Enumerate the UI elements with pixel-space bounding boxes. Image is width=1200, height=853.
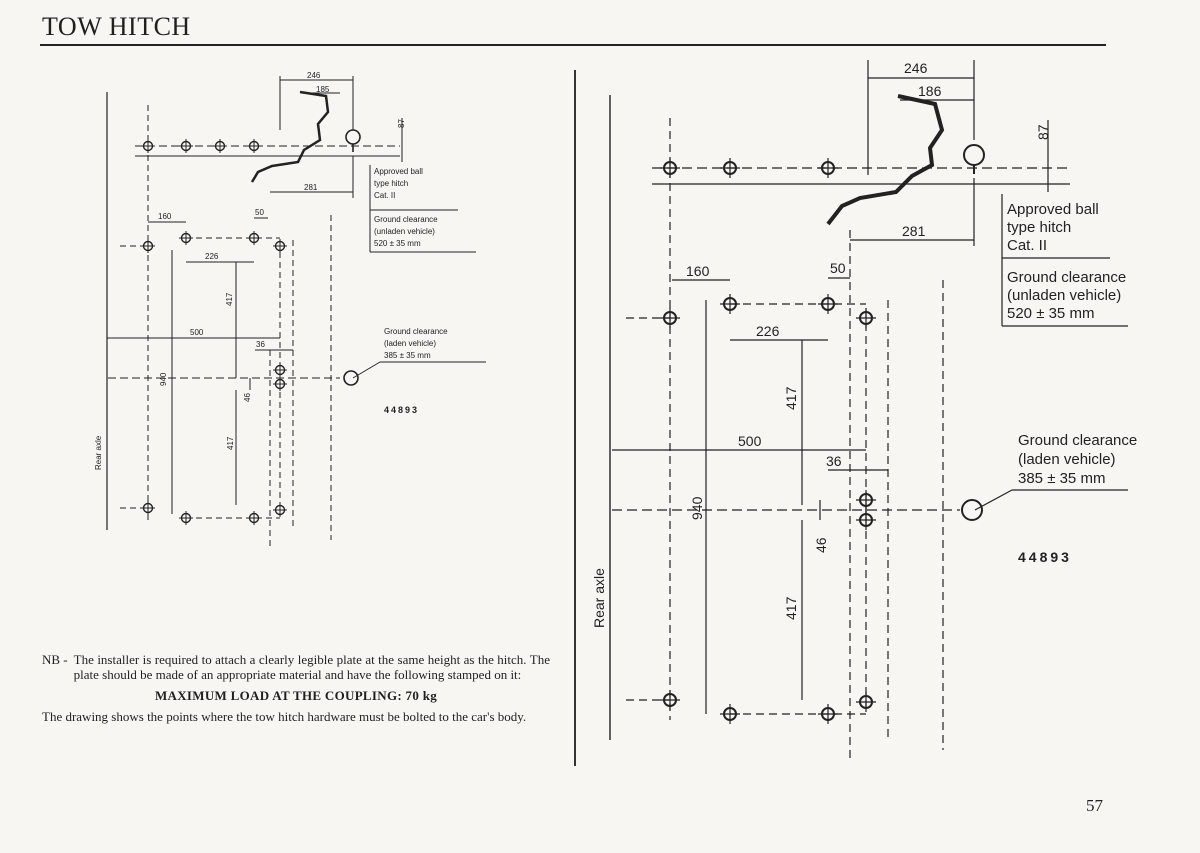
small-dim-87: 87 — [397, 119, 406, 128]
large-dim-46: 46 — [813, 537, 829, 553]
small-dim-417a: 417 — [225, 292, 234, 306]
drawing-text: The drawing shows the points where the t… — [42, 709, 527, 724]
large-dim-281: 281 — [902, 223, 926, 239]
large-diagram — [609, 60, 1128, 760]
small-dim-226: 226 — [205, 252, 219, 261]
small-dim-281: 281 — [304, 183, 318, 192]
max-load-text: MAXIMUM LOAD AT THE COUPLING: 70 kg — [154, 688, 438, 703]
large-dim-226: 226 — [756, 323, 780, 339]
large-bolt-points — [659, 157, 877, 725]
small-hitch-note-3: Cat. II — [374, 191, 395, 200]
large-dim-87: 87 — [1035, 124, 1051, 140]
small-dim-46: 46 — [243, 393, 252, 402]
small-unladen-note-1: Ground clearance — [374, 215, 438, 224]
large-hitch-note-2: type hitch — [1007, 219, 1071, 236]
large-laden-note-2: (laden vehicle) — [1018, 451, 1116, 468]
small-dim-500: 500 — [190, 328, 204, 337]
small-dim-417b: 417 — [226, 436, 235, 450]
large-dim-246: 246 — [904, 60, 928, 76]
large-hitch-note-3: Cat. II — [1007, 237, 1047, 254]
large-dim-50: 50 — [830, 260, 846, 276]
large-dim-417b: 417 — [783, 596, 799, 620]
small-unladen-note-3: 520 ± 35 mm — [374, 239, 421, 248]
small-dim-160: 160 — [158, 212, 172, 221]
nb-text: The installer is required to attach a cl… — [73, 652, 550, 682]
small-unladen-note-2: (unladen vehicle) — [374, 227, 435, 236]
small-diagram — [106, 76, 486, 548]
small-dim-50: 50 — [255, 208, 264, 217]
column-divider — [574, 70, 576, 766]
small-laden-note-2: (laden vehicle) — [384, 339, 436, 348]
small-bolt-points — [140, 138, 288, 526]
small-diagram-labels: 246 185 87 281 160 50 226 417 500 36 940… — [94, 71, 448, 470]
large-figure-ref: 44893 — [1018, 549, 1072, 565]
large-unladen-note-2: (unladen vehicle) — [1007, 287, 1121, 304]
large-hitch-note-1: Approved ball — [1007, 201, 1099, 218]
small-laden-note-3: 385 ± 35 mm — [384, 351, 431, 360]
title-rule — [40, 44, 1106, 46]
large-laden-note-1: Ground clearance — [1018, 432, 1137, 449]
large-dim-417a: 417 — [783, 386, 799, 410]
small-dim-940: 940 — [159, 372, 168, 386]
small-laden-note-1: Ground clearance — [384, 327, 448, 336]
large-rear-axle-label: Rear axle — [591, 568, 607, 628]
large-diagram-labels: 246 186 87 281 160 50 226 417 500 36 940… — [591, 60, 1137, 628]
large-unladen-note-3: 520 ± 35 mm — [1007, 305, 1094, 322]
large-dim-940: 940 — [689, 496, 705, 520]
small-rear-axle-label: Rear axle — [94, 435, 103, 470]
small-dim-185: 185 — [316, 85, 330, 94]
large-dim-160: 160 — [686, 263, 710, 279]
small-hitch-note-1: Approved ball — [374, 167, 423, 176]
page-number: 57 — [1086, 796, 1103, 815]
large-unladen-note-1: Ground clearance — [1007, 269, 1126, 286]
small-figure-ref: 44893 — [384, 405, 419, 415]
notes-block: NB - The installer is required to attach… — [42, 652, 550, 724]
large-dim-186: 186 — [918, 83, 942, 99]
large-dim-36: 36 — [826, 453, 842, 469]
small-dim-36: 36 — [256, 340, 265, 349]
page-title: TOW HITCH — [42, 12, 191, 41]
nb-label: NB - — [42, 652, 68, 667]
small-hitch-note-2: type hitch — [374, 179, 408, 188]
large-laden-note-3: 385 ± 35 mm — [1018, 470, 1105, 487]
small-dim-246: 246 — [307, 71, 321, 80]
large-dim-500: 500 — [738, 433, 762, 449]
